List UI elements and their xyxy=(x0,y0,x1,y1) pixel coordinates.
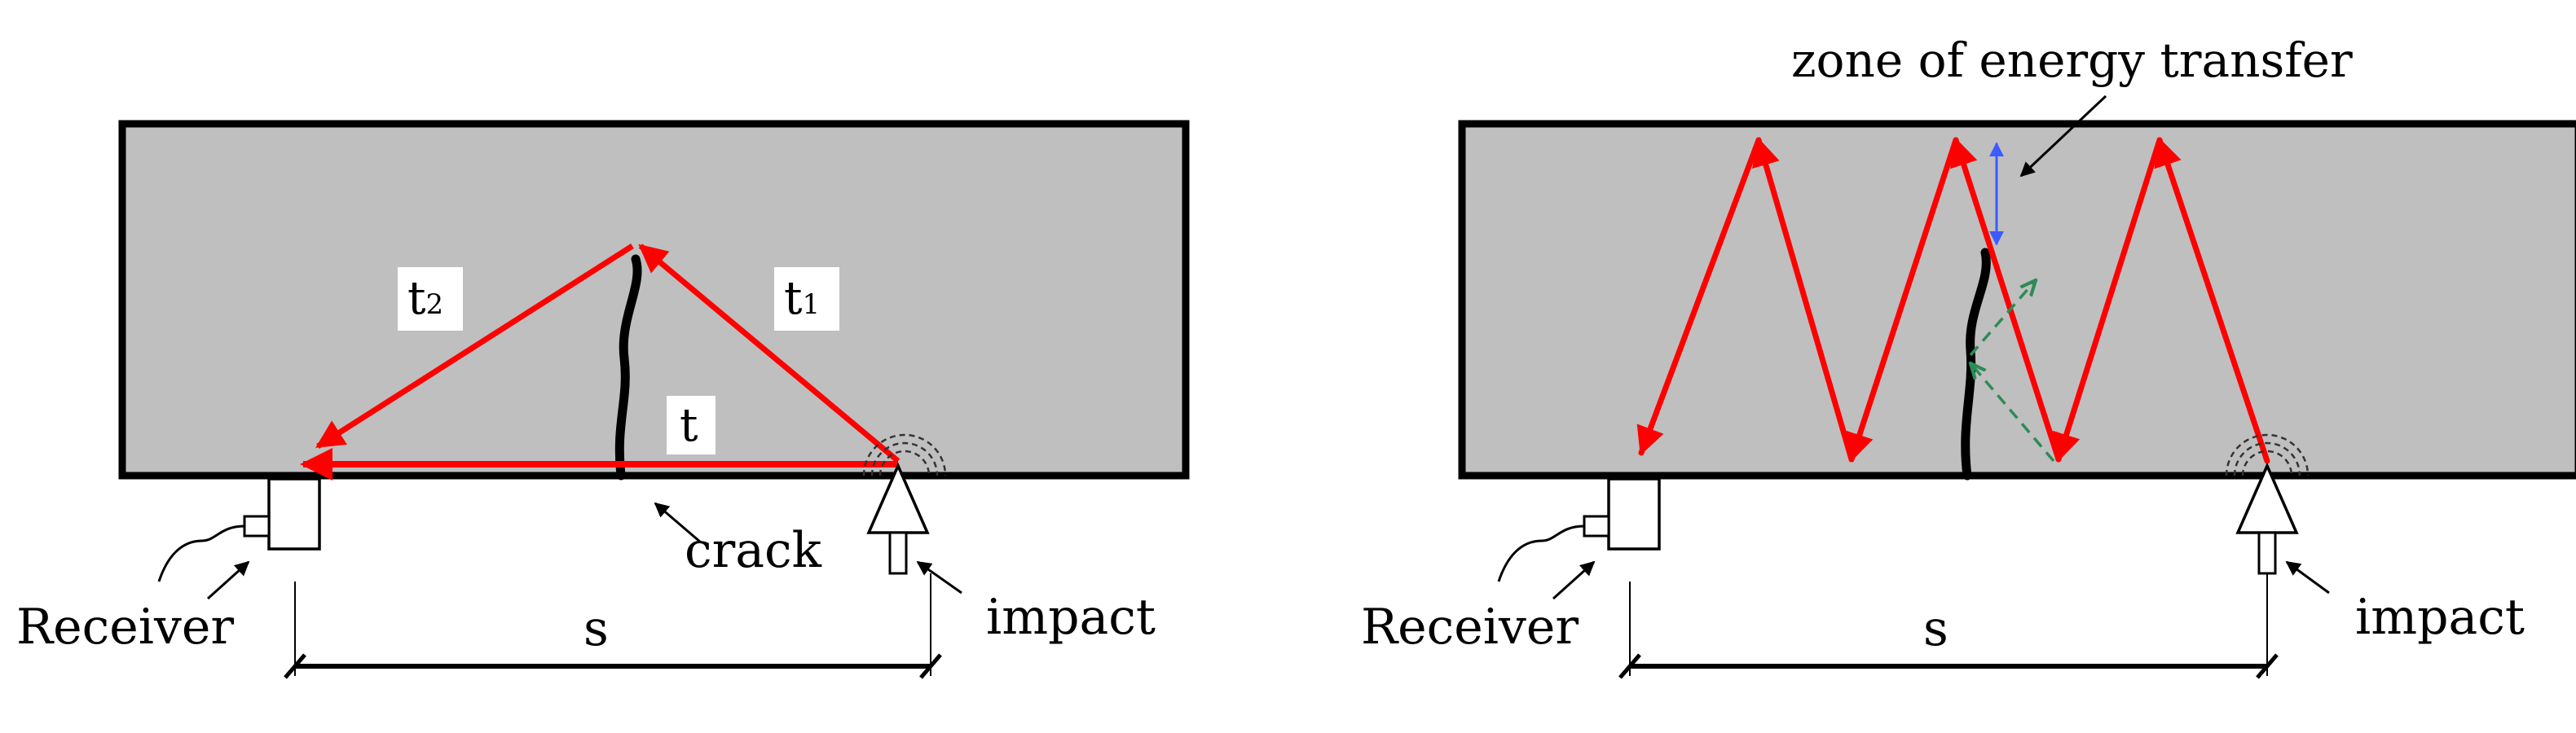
receiver-connector xyxy=(1583,515,1610,538)
label-receiver: Receiver xyxy=(16,599,234,656)
label-s: s xyxy=(1923,600,1949,657)
label-t1: t1 xyxy=(784,272,820,325)
label-impact: impact xyxy=(986,589,1156,646)
left-panel: t2 t1 t Receiver impact crack s xyxy=(16,120,1190,679)
receiver-cable xyxy=(157,525,245,582)
label-t: t xyxy=(680,399,698,452)
impact-pointer xyxy=(916,560,962,595)
receiver-sensor xyxy=(1607,477,1661,551)
label-receiver: Receiver xyxy=(1361,599,1579,656)
zone-pointer xyxy=(2019,94,2107,178)
label-s: s xyxy=(583,600,609,657)
impact-source-rings xyxy=(2225,433,2310,476)
label-impact: impact xyxy=(2355,589,2525,646)
label-crack: crack xyxy=(685,522,822,579)
crack xyxy=(1961,248,1991,481)
receiver-pointer xyxy=(1552,560,1596,600)
receiver-sensor xyxy=(267,477,321,551)
impact-hammer-shaft xyxy=(888,531,908,575)
path-t1 xyxy=(638,244,900,463)
crack-pointer xyxy=(654,502,702,544)
receiver-pointer xyxy=(206,560,250,600)
label-zone-of-energy-transfer: zone of energy transfer xyxy=(1791,33,2353,88)
crack xyxy=(614,254,642,481)
right-panel: zone of energy transfer Receiver impact … xyxy=(1361,33,2576,679)
concrete-beam xyxy=(118,120,1190,480)
impact-source-rings xyxy=(862,433,947,476)
impact-hammer-shaft xyxy=(2257,531,2277,575)
receiver-cable xyxy=(1497,525,1585,582)
impact-pointer xyxy=(2285,560,2330,595)
concrete-beam xyxy=(1458,120,2576,480)
zigzag-wave-path xyxy=(1636,137,2270,464)
path-t2 xyxy=(315,244,634,449)
reflected-wave xyxy=(1971,280,2055,463)
label-t2: t2 xyxy=(407,272,443,325)
receiver-connector xyxy=(243,515,271,538)
